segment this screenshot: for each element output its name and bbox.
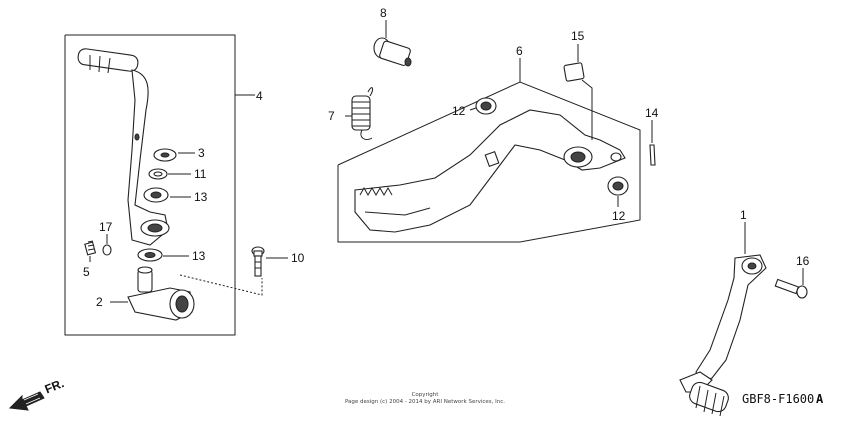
callout-10[interactable]: 10 <box>291 251 305 265</box>
callout-12-lower[interactable]: 12 <box>612 209 626 223</box>
diagram-code: GBF8-F1600 <box>742 392 814 406</box>
bolt-16[interactable] <box>774 268 808 299</box>
pivot-bolt-8[interactable] <box>373 20 412 67</box>
copyright-title: Copyright <box>412 392 440 398</box>
bolt-5[interactable] <box>84 240 97 262</box>
brake-pedal[interactable] <box>354 109 626 233</box>
washer-11[interactable] <box>148 168 191 180</box>
callout-13-lower[interactable]: 13 <box>192 249 206 263</box>
callout-5[interactable]: 5 <box>83 265 90 279</box>
brake-group-bracket <box>337 58 641 243</box>
callout-7[interactable]: 7 <box>328 109 335 123</box>
callout-11[interactable]: 11 <box>194 167 207 181</box>
callout-6[interactable]: 6 <box>516 44 523 58</box>
callout-12-upper[interactable]: 12 <box>452 104 466 118</box>
callout-13-upper[interactable]: 13 <box>194 190 208 204</box>
cotter-pin-14[interactable] <box>649 120 656 166</box>
callout-2[interactable]: 2 <box>96 295 103 309</box>
kick-boss-2[interactable] <box>110 266 195 321</box>
callout-3[interactable]: 3 <box>198 146 205 160</box>
diagram-code-suffix: A <box>816 392 824 406</box>
callout-15[interactable]: 15 <box>571 29 585 43</box>
clip-3[interactable] <box>153 148 195 162</box>
bolt-10[interactable] <box>251 246 288 277</box>
bushing-12-upper[interactable] <box>469 97 497 115</box>
callout-4[interactable]: 4 <box>256 89 263 103</box>
kickstarter-group-bracket <box>64 34 255 336</box>
front-direction-label: FR. <box>43 376 66 396</box>
callout-1[interactable]: 1 <box>740 208 747 222</box>
copyright-notice: Page design (c) 2004 - 2014 by ARI Netwo… <box>345 399 505 405</box>
kick-pedal-arm[interactable] <box>77 48 170 246</box>
gearshift-pedal[interactable] <box>679 222 767 417</box>
callout-8[interactable]: 8 <box>380 6 387 20</box>
seal-13-lower[interactable] <box>137 248 189 262</box>
front-direction-arrow-icon <box>8 391 45 411</box>
callout-14[interactable]: 14 <box>645 106 659 120</box>
pin-17[interactable] <box>102 234 112 256</box>
seal-13-upper[interactable] <box>143 187 191 203</box>
bushing-12-lower[interactable] <box>607 176 629 207</box>
callout-16[interactable]: 16 <box>796 254 810 268</box>
spring-7[interactable] <box>345 87 374 141</box>
clip-15[interactable] <box>563 44 593 140</box>
callout-17[interactable]: 17 <box>99 220 113 234</box>
